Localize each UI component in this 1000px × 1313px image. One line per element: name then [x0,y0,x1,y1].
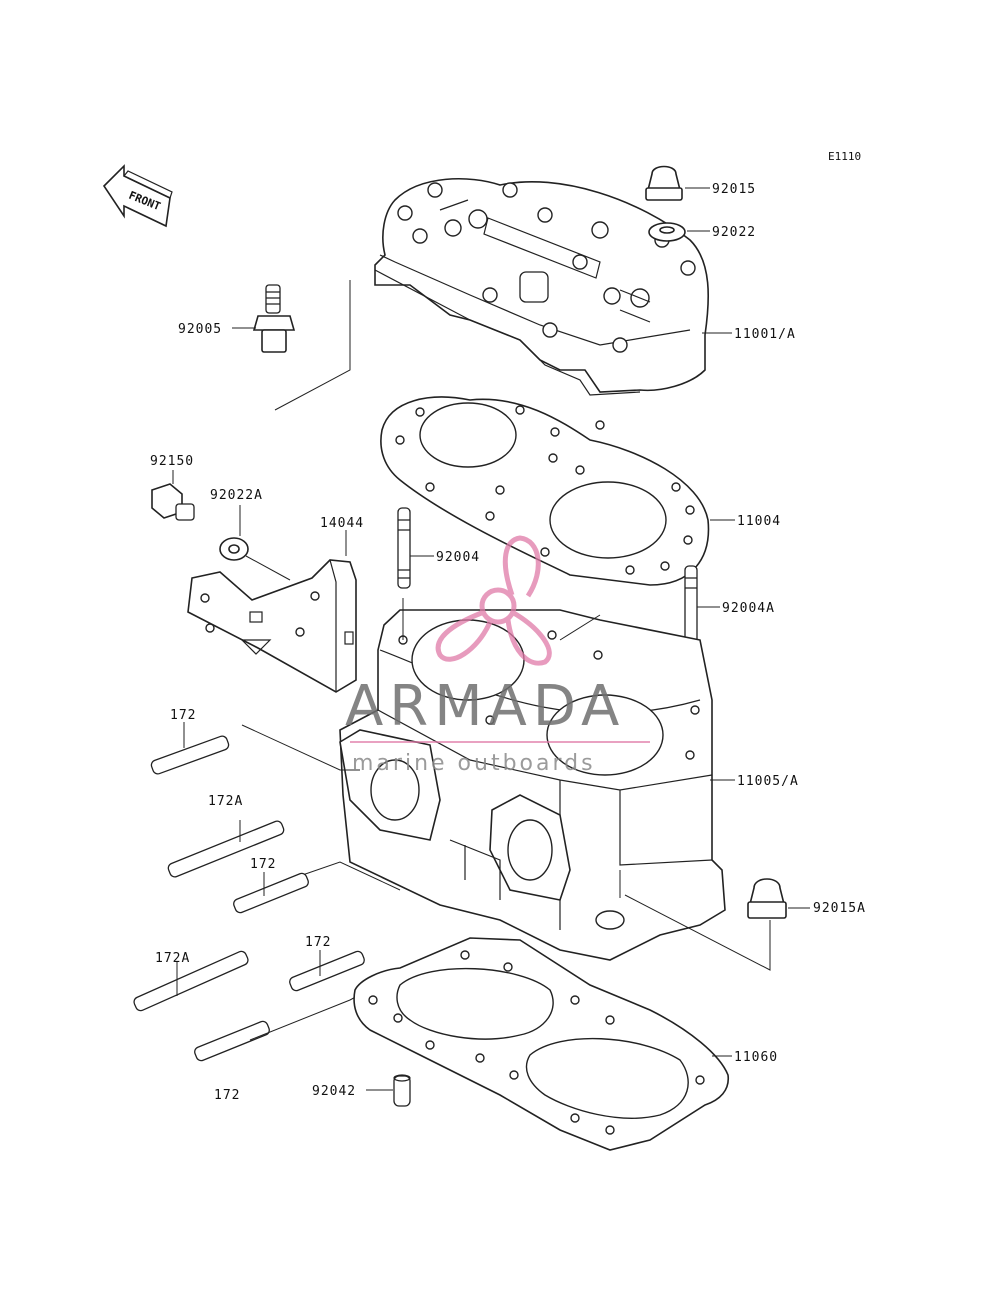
front-arrow-icon: FRONT [102,164,173,228]
label-14044: 14044 [320,516,364,531]
label-92022A: 92022A [210,488,263,503]
bolt-part [151,483,195,521]
head-gasket-part [380,396,710,586]
stud-172A-2-part [133,950,249,1012]
label-92004: 92004 [436,550,480,565]
stud-172-2-part [233,872,309,914]
leader-172-top-to-block [241,724,360,771]
bracket-part [187,559,357,693]
leader-block-misc [559,614,771,971]
label-172-4: 172 [214,1088,240,1103]
label-92015: 92015 [712,182,756,197]
stud-172-3-part [289,950,365,992]
stud-172-1-part [150,735,230,775]
cylinder-head-part [374,177,710,396]
label-92042: 92042 [312,1084,356,1099]
hose-fitting-part [252,284,296,353]
label-92150: 92150 [150,454,194,469]
washer-a-part [219,537,249,561]
armada-logo-icon [435,535,552,666]
label-172A-2: 172A [155,951,190,966]
leader-washer-to-bracket [245,555,291,581]
label-172-2: 172 [250,857,276,872]
dowel-pin-part [393,1074,411,1107]
label-11005A: 11005/A [737,774,799,789]
label-172-1: 172 [170,708,196,723]
label-92005: 92005 [178,322,222,337]
label-92022: 92022 [712,225,756,240]
label-11001A: 11001/A [734,327,796,342]
label-172A-1: 172A [208,794,243,809]
base-gasket-part [353,937,730,1151]
label-11004: 11004 [737,514,781,529]
washer-part [648,222,686,242]
leader-head-to-92005 [274,280,351,411]
label-172-3: 172 [305,935,331,950]
watermark-brand: ARMADA [345,674,625,739]
stud-92004-part [397,507,411,589]
label-92015A: 92015A [813,901,866,916]
diagram-code: E1110 [828,150,861,163]
cap-nut-a-part [747,878,787,919]
watermark-tagline: marine outboards [352,751,596,776]
label-92004A: 92004A [722,601,775,616]
cylinder-block-part [339,609,726,961]
label-11060: 11060 [734,1050,778,1065]
stud-172-4-part [194,1020,270,1062]
stud-172A-1-part [167,820,285,878]
leader-172-mid-to-block [287,861,401,891]
cap-nut-part [645,165,683,201]
